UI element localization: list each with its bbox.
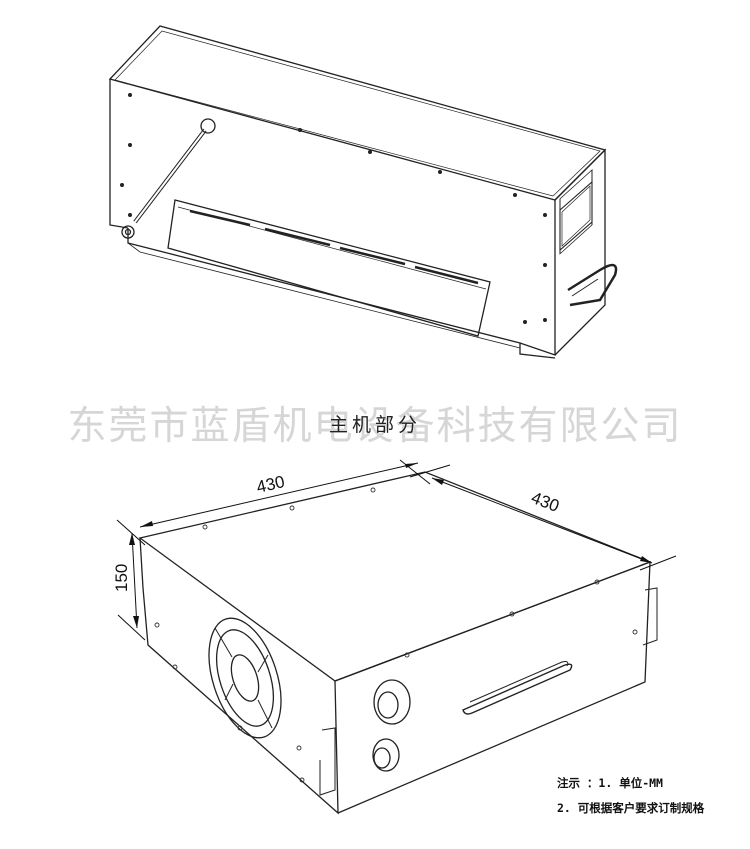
dimension-lines [116, 459, 677, 641]
note-line-1: 注示 ：1. 单位-MM [557, 776, 663, 790]
dimension-height-label: 150 [112, 564, 131, 592]
note-line-2: 2. 可根据客户要求订制规格 [557, 801, 705, 815]
fan-grille [208, 617, 282, 739]
power-switch [372, 738, 400, 772]
lamp-housing-drawing [108, 25, 618, 359]
control-knob [373, 679, 411, 725]
main-unit-box-drawing [138, 471, 658, 815]
notes-block: 注示 ：1. 单位-MM 2. 可根据客户要求订制规格 [557, 771, 704, 821]
company-watermark: 东莞市蓝盾机电设备科技有限公司 [67, 404, 683, 449]
box-handle [462, 663, 573, 715]
main-unit-caption: 主机部分 [328, 414, 421, 436]
dimension-depth-label: 430 [529, 488, 562, 516]
dimension-width-label: 430 [255, 472, 287, 497]
